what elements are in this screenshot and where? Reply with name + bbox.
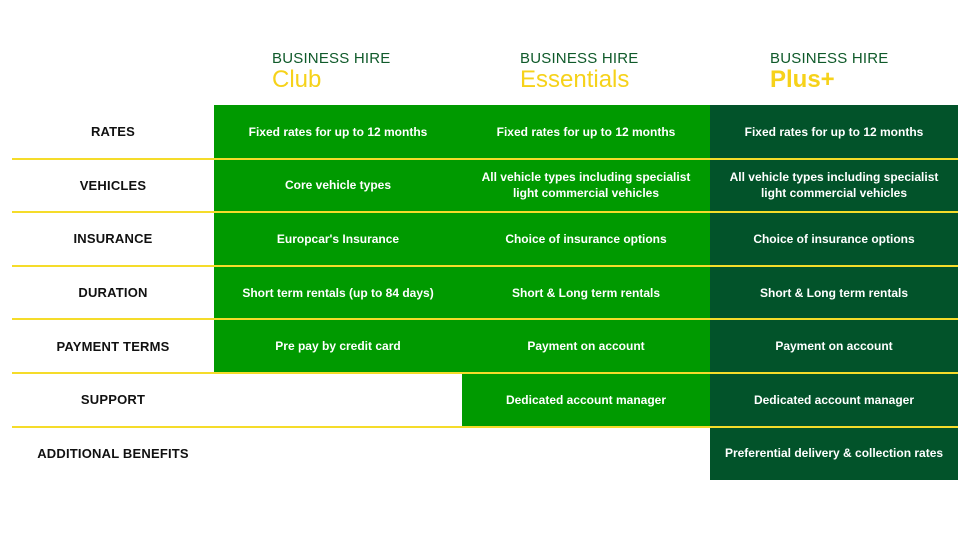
plan-kicker: BUSINESS HIRE	[520, 50, 639, 67]
cell-club: Core vehicle types	[214, 158, 462, 213]
cell-club: Fixed rates for up to 12 months	[214, 105, 462, 159]
table-row-rates: RATES Fixed rates for up to 12 months Fi…	[12, 105, 958, 160]
plan-header-plus: BUSINESS HIRE Plus+	[770, 50, 970, 93]
plan-name: Plus+	[770, 66, 835, 93]
cell-plus: Short & Long term rentals	[710, 265, 958, 320]
table-row-additional-benefits: ADDITIONAL BENEFITS Preferential deliver…	[12, 426, 958, 481]
row-label: RATES	[90, 124, 136, 140]
table-row-payment-terms: PAYMENT TERMS Pre pay by credit card Pay…	[12, 319, 958, 374]
row-label: ADDITIONAL BENEFITS	[37, 445, 189, 461]
cell-club	[214, 373, 462, 427]
plan-header-club: BUSINESS HIRE Club	[272, 50, 520, 93]
comparison-table: RATES Fixed rates for up to 12 months Fi…	[12, 105, 958, 481]
table-row-vehicles: VEHICLES Core vehicle types All vehicle …	[12, 158, 958, 213]
plan-kicker: BUSINESS HIRE	[272, 50, 391, 67]
cell-essentials: Fixed rates for up to 12 months	[462, 105, 710, 159]
plan-name: Essentials	[520, 66, 630, 93]
cell-plus: Preferential delivery & collection rates	[710, 426, 958, 481]
cell-essentials	[462, 427, 710, 481]
row-label: INSURANCE	[73, 231, 153, 247]
cell-club: Europcar's Insurance	[214, 212, 462, 266]
cell-plus: All vehicle types including specialist l…	[710, 158, 958, 213]
cell-plus: Dedicated account manager	[710, 372, 958, 427]
cell-club	[214, 427, 462, 481]
table-row-support: SUPPORT Dedicated account manager Dedica…	[12, 372, 958, 428]
row-label: VEHICLES	[79, 177, 147, 193]
cell-essentials: Choice of insurance options	[462, 212, 710, 266]
plan-name: Club	[272, 66, 322, 93]
plan-kicker: BUSINESS HIRE	[770, 50, 889, 67]
cell-essentials: All vehicle types including specialist l…	[462, 158, 710, 213]
cell-essentials: Short & Long term rentals	[462, 265, 710, 320]
cell-essentials: Dedicated account manager	[462, 372, 710, 427]
row-label: PAYMENT TERMS	[56, 338, 170, 354]
row-label: DURATION	[78, 285, 148, 301]
cell-plus: Fixed rates for up to 12 months	[710, 105, 958, 159]
cell-club: Pre pay by credit card	[214, 319, 462, 373]
cell-essentials: Payment on account	[462, 319, 710, 373]
table-row-insurance: INSURANCE Europcar's Insurance Choice of…	[12, 212, 958, 267]
cell-plus: Payment on account	[710, 319, 958, 373]
row-label: SUPPORT	[80, 392, 146, 408]
cell-club: Short term rentals (up to 84 days)	[214, 265, 462, 320]
plan-header-essentials: BUSINESS HIRE Essentials	[520, 50, 768, 93]
table-row-duration: DURATION Short term rentals (up to 84 da…	[12, 265, 958, 320]
cell-plus: Choice of insurance options	[710, 212, 958, 266]
